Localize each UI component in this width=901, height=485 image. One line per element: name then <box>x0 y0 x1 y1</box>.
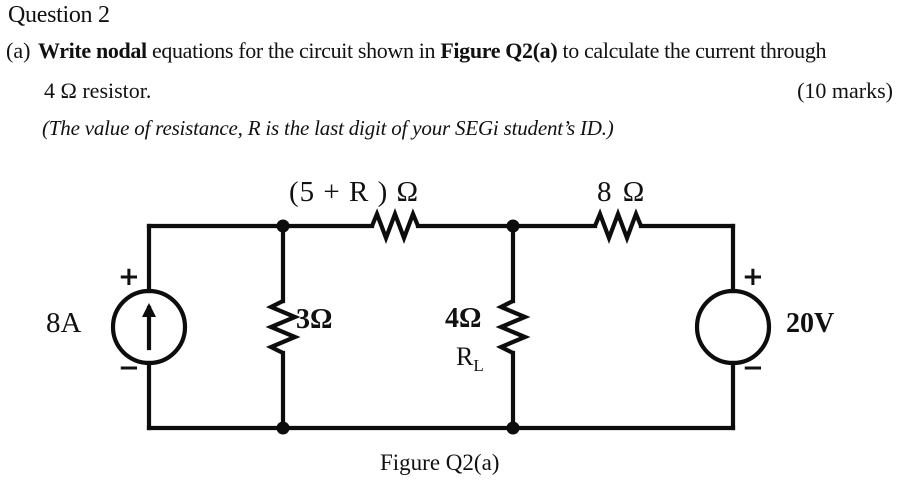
question-line-2: 4 Ω resistor. <box>44 78 152 103</box>
voltage-source-plus-sign: + <box>742 262 764 292</box>
node-dot-bottom-left <box>276 421 290 435</box>
load-resistor-symbol: R <box>456 342 474 371</box>
load-resistor-subscript: L <box>473 356 484 376</box>
voltage-source-minus-sign: − <box>742 353 764 383</box>
resistor-3-ohm-label: 3Ω <box>296 304 333 335</box>
load-resistor-sublabel: RL <box>456 342 484 376</box>
current-source-arrow-head <box>142 303 156 317</box>
figure-reference: Figure Q2(a) <box>440 38 558 63</box>
resistor-4-ohm <box>495 299 531 355</box>
question-line-1-tail: to calculate the current through <box>557 38 827 63</box>
circuit-diagram <box>0 155 901 445</box>
question-line-1: Write nodal equations for the circuit sh… <box>38 38 826 64</box>
resistor-8-ohm-label: 8 Ω <box>597 176 647 208</box>
resistor-5-plus-r-label: (5 + R ) Ω <box>289 176 420 208</box>
question-note: (The value of resistance, R is the last … <box>42 116 614 140</box>
figure-caption: Figure Q2(a) <box>380 450 500 475</box>
current-source-label: 8A <box>46 307 82 339</box>
question-line-1-mid: equations for the circuit shown in <box>146 38 441 63</box>
marks-allocation: (10 marks) <box>797 78 893 103</box>
resistor-3-ohm <box>265 299 301 355</box>
resistor-4-ohm-label: 4Ω <box>445 303 482 334</box>
resistor-5-plus-r <box>370 208 420 244</box>
page-title: Question 2 <box>8 2 110 28</box>
node-dot-top-left <box>276 219 290 233</box>
question-line-1-bold-lead: Write nodal <box>38 38 147 63</box>
node-dot-bottom-right <box>506 421 520 435</box>
resistor-8-ohm <box>593 208 643 244</box>
current-source-plus-sign: + <box>118 262 140 292</box>
current-source-minus-sign: − <box>118 353 140 383</box>
voltage-source-label: 20V <box>786 308 835 339</box>
node-dot-top-right <box>506 219 520 233</box>
question-part-marker: (a) <box>6 38 31 63</box>
